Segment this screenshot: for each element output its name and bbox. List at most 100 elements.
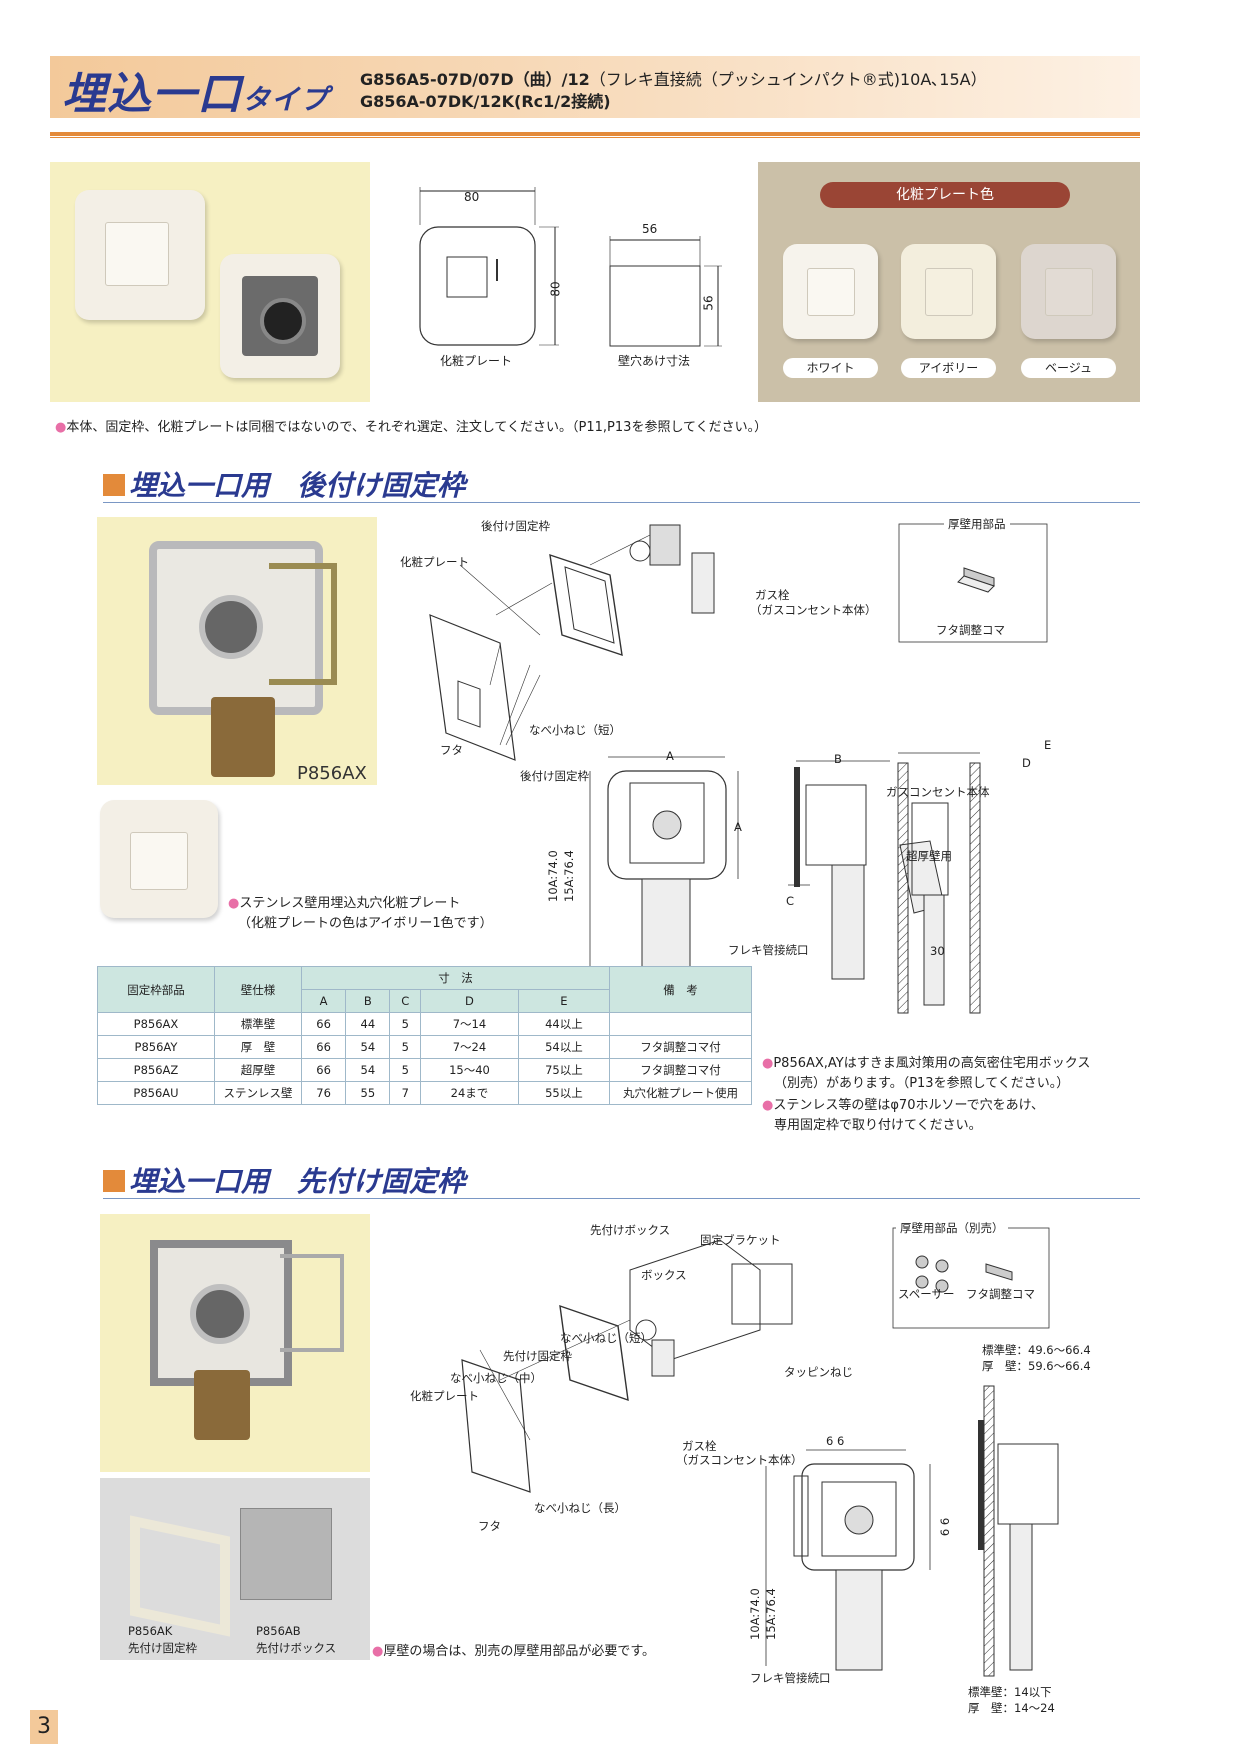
label-bracket: 固定ブラケット: [700, 1233, 781, 1247]
label-thick-parts: 厚壁用部品: [944, 516, 1010, 532]
dim-15A: 15A:76.4: [562, 850, 576, 902]
p856ak-sub: 先付け固定枠: [128, 1641, 197, 1655]
dim-30: 30: [930, 944, 945, 958]
dim-B: B: [834, 752, 842, 766]
section2-title: 埋込一口用 先付け固定枠: [103, 1160, 465, 1200]
label-lid-adjust: フタ調整コマ: [936, 623, 1005, 637]
plate-dimension-drawing: [419, 187, 559, 346]
dim-A-side: A: [734, 820, 742, 834]
label-flex: フレキ管接続口: [728, 943, 809, 957]
dim-10A-2: 10A:74.0: [748, 1588, 762, 1640]
product-photo: [50, 162, 370, 402]
label-lid-adjust-2: フタ調整コマ: [966, 1287, 1035, 1301]
th-E: E: [517, 989, 611, 1013]
dimension-drawings-retrofit: [589, 752, 981, 1014]
page-number: 3: [30, 1710, 58, 1744]
label-flex-2: フレキ管接続口: [750, 1671, 831, 1685]
dim-A-top: A: [666, 749, 674, 763]
th-A: A: [300, 989, 347, 1013]
dim-D: D: [1022, 756, 1031, 770]
label-ultra-thick: 超厚壁用: [906, 849, 952, 863]
color-label-ivory: アイボリー: [901, 358, 996, 378]
th-C: C: [389, 989, 422, 1013]
color-swatch-white: [783, 244, 878, 339]
label-thick-parts-2: 厚壁用部品（別売）: [896, 1220, 1008, 1236]
label-thick-range: 厚 壁：59.6～66.4: [982, 1359, 1091, 1373]
p856ax-caption: P856AX: [297, 763, 367, 784]
label-box: ボックス: [641, 1268, 687, 1282]
caption-plate: 化粧プレート: [440, 354, 513, 368]
label-lid-2: フタ: [478, 1519, 501, 1533]
dim-hole-width: 56: [642, 222, 658, 236]
color-label-white: ホワイト: [783, 358, 878, 378]
p856ak-photo: [100, 1214, 370, 1472]
th-part: 固定枠部品: [97, 966, 215, 1013]
model-line-2: G856A-07DK/12K(Rc1/2接続): [360, 92, 611, 111]
section1-title: 埋込一口用 後付け固定枠: [103, 464, 465, 504]
plate-photo-open: [220, 254, 340, 378]
thick-wall-parts-box-2: [892, 1227, 1050, 1329]
p856ab-sub: 先付けボックス: [256, 1641, 337, 1655]
section2-note: ●厚壁の場合は、別売の厚壁用部品が必要です。: [372, 1644, 656, 1659]
header-rule: [50, 132, 1140, 136]
label-tapping: タッピンねじ: [784, 1365, 853, 1379]
label-box-pre: 先付けボックス: [590, 1223, 671, 1237]
th-dims: 寸 法: [301, 966, 610, 990]
round-plate-note-2: （化粧プレートの色はアイボリー1色です）: [238, 916, 493, 931]
round-plate-note-1: ●ステンレス壁用埋込丸穴化粧プレート: [228, 896, 461, 911]
header-rule-thin: [50, 137, 1140, 138]
side-view-preinstall: [978, 1385, 1059, 1677]
th-note: 備 考: [609, 966, 752, 1013]
exploded-diagram-retrofit: [429, 524, 715, 761]
dim-10A: 10A:74.0: [546, 850, 560, 902]
label-screw-short: なべ小ねじ（短）: [529, 723, 621, 737]
page-title: 埋込一口タイプ: [62, 69, 330, 120]
label-frame: 後付け固定枠: [481, 519, 550, 533]
label-screw-long: なべ小ねじ（長）: [534, 1501, 626, 1515]
label-screw-mid: なべ小ねじ（中）: [450, 1371, 542, 1385]
label-plate: 化粧プレート: [400, 555, 469, 569]
exploded-diagram-preinstall: [461, 1239, 793, 1493]
dim-66-top: 6 6: [826, 1434, 845, 1448]
dim-15A-2: 15A:76.4: [764, 1588, 778, 1640]
label-spacer: スペーサー: [898, 1287, 955, 1301]
dim-plate-width: 80: [464, 190, 480, 204]
plate-photo-closed: [75, 190, 205, 320]
color-swatch-beige: [1021, 244, 1116, 339]
label-gas-valve-2: ガス栓: [682, 1439, 717, 1453]
th-B: B: [345, 989, 391, 1013]
top-note: ●本体、固定枠、化粧プレートは同梱ではないので、それぞれ選定、注文してください。…: [55, 420, 768, 435]
th-D: D: [420, 989, 519, 1013]
hole-dimension-drawing: [609, 236, 722, 347]
caption-hole: 壁穴あけ寸法: [618, 354, 691, 368]
color-panel-title: 化粧プレート色: [820, 182, 1070, 208]
p856ak-caption: P856AK: [128, 1624, 173, 1638]
note-airtight-1: ●P856AX,AYはすきま風対策用の高気密住宅用ボックス: [762, 1056, 1091, 1071]
label-frame-2: 後付け固定枠: [520, 769, 589, 783]
color-label-beige: ベージュ: [1021, 358, 1116, 378]
label-frame-pre: 先付け固定枠: [503, 1349, 572, 1363]
label-std-range: 標準壁：49.6～66.4: [982, 1343, 1091, 1357]
dim-hole-height: 56: [701, 295, 716, 311]
dim-C: C: [786, 894, 795, 908]
label-gas-valve-sub-2: （ガスコンセント本体）: [676, 1453, 803, 1467]
label-gas-body: ガスコンセント本体: [886, 785, 990, 799]
dim-E: E: [1044, 738, 1052, 752]
label-gas-valve: ガス栓: [755, 588, 790, 602]
section1-rule: [103, 502, 1140, 503]
round-hole-plate-photo: [100, 800, 218, 918]
model-line-1: G856A5-07D/07D（曲）/12（フレキ直接続（プッシュインパクト®式)…: [360, 70, 987, 89]
label-std-below: 標準壁：14以下: [968, 1685, 1052, 1699]
p856ab-caption: P856AB: [256, 1624, 301, 1638]
p856ak-ab-photo: P856AK 先付け固定枠 P856AB 先付けボックス: [100, 1478, 370, 1660]
label-gas-valve-sub: （ガスコンセント本体）: [750, 603, 877, 617]
note-stainless-2: 専用固定枠で取り付けてください。: [774, 1118, 982, 1133]
front-view-preinstall: [765, 1449, 931, 1671]
label-lid: フタ: [440, 743, 463, 757]
header-band: [50, 56, 1140, 118]
note-airtight-2: （別売）があります。（P13を参照してください。）: [774, 1076, 1070, 1091]
